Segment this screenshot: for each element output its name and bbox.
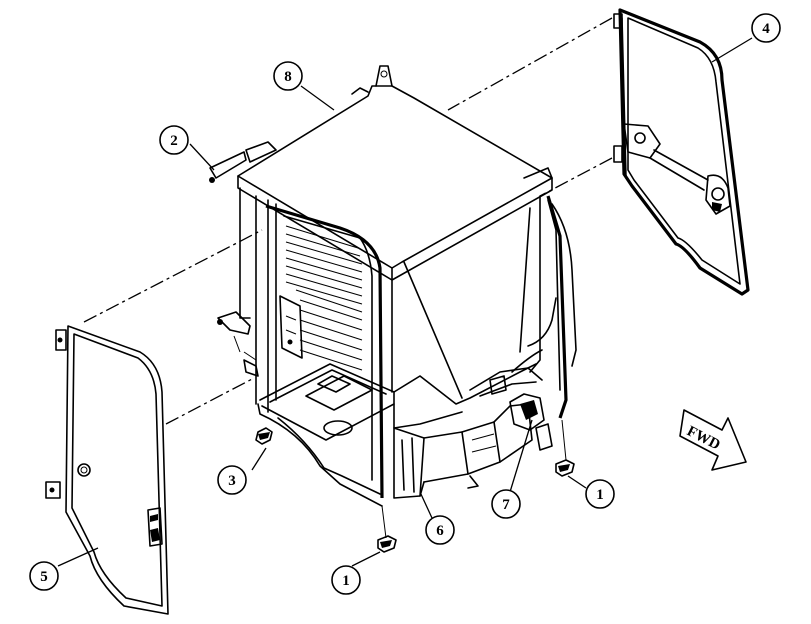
left-door	[45, 325, 169, 615]
cab-frame	[209, 65, 577, 553]
callout-1-bottom: 1	[331, 565, 361, 595]
rear-window-slats	[285, 225, 363, 371]
callout-6: 6	[425, 515, 455, 545]
leader-lines	[57, 37, 753, 567]
svg-text:3: 3	[228, 473, 236, 489]
callout-7: 7	[491, 489, 521, 519]
svg-text:1: 1	[342, 573, 350, 589]
svg-text:6: 6	[436, 523, 444, 539]
callout-3: 3	[217, 465, 247, 495]
assembly-lines	[83, 17, 613, 425]
svg-text:7: 7	[502, 497, 510, 513]
fwd-arrow-icon: FWD	[679, 409, 747, 471]
callout-5: 5	[29, 561, 59, 591]
svg-text:5: 5	[40, 569, 48, 585]
callout-1-right: 1	[585, 479, 615, 509]
callout-2: 2	[159, 125, 189, 155]
callout-8: 8	[273, 61, 303, 91]
callout-4: 4	[751, 13, 781, 43]
svg-text:4: 4	[762, 21, 770, 37]
right-door	[613, 8, 750, 296]
svg-text:2: 2	[170, 133, 178, 149]
svg-text:1: 1	[596, 487, 604, 503]
svg-text:8: 8	[284, 69, 292, 85]
